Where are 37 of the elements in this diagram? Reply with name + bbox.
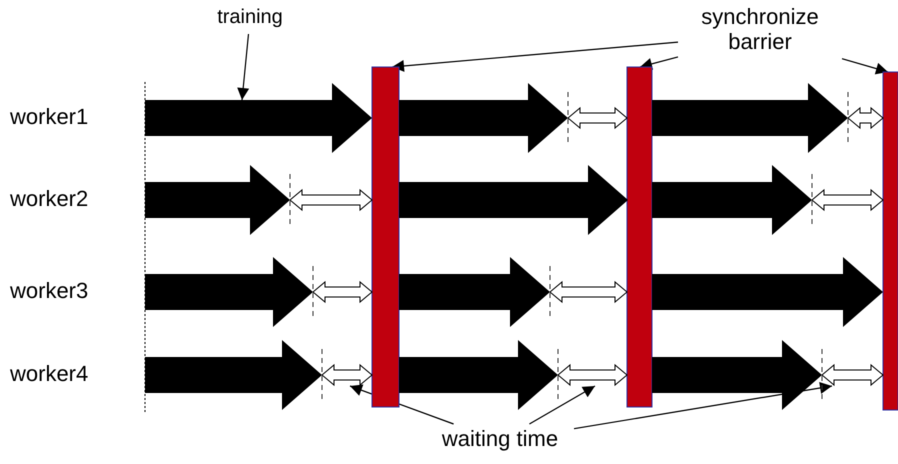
training-interval (652, 257, 883, 327)
callout-text: synchronize barrier (680, 4, 840, 55)
barrier-bar (372, 66, 400, 408)
training-interval (652, 165, 812, 235)
waiting-interval (321, 364, 373, 386)
waiting-interval (289, 188, 373, 212)
leader-line (574, 382, 832, 430)
callout-text: training (212, 6, 288, 29)
leader-line (640, 56, 678, 70)
row-label: worker4 (10, 361, 88, 386)
barrier-bar (882, 72, 898, 410)
barrier-bar (626, 66, 652, 408)
waiting-interval (847, 106, 884, 130)
training-interval (399, 340, 558, 410)
waiting-interval (312, 280, 373, 304)
training-interval (145, 165, 290, 235)
waiting-interval (557, 364, 628, 386)
training-interval (652, 83, 848, 153)
callout-text: waiting time (428, 426, 572, 452)
training-interval (399, 257, 550, 327)
leader-line (392, 42, 678, 72)
leader-line (842, 58, 888, 74)
row-label: worker1 (10, 104, 88, 130)
waiting-interval (821, 364, 884, 386)
leader-line (237, 34, 250, 100)
waiting-interval (811, 188, 884, 212)
row-label: worker3 (10, 278, 88, 304)
training-interval (399, 165, 628, 235)
training-interval (145, 257, 313, 327)
training-interval (145, 340, 322, 410)
waiting-interval (549, 280, 628, 304)
training-interval (399, 83, 568, 153)
leader-line (529, 385, 596, 425)
training-interval (652, 340, 822, 410)
training-interval (145, 83, 372, 153)
row-label: worker2 (10, 186, 88, 212)
waiting-interval (567, 106, 628, 130)
